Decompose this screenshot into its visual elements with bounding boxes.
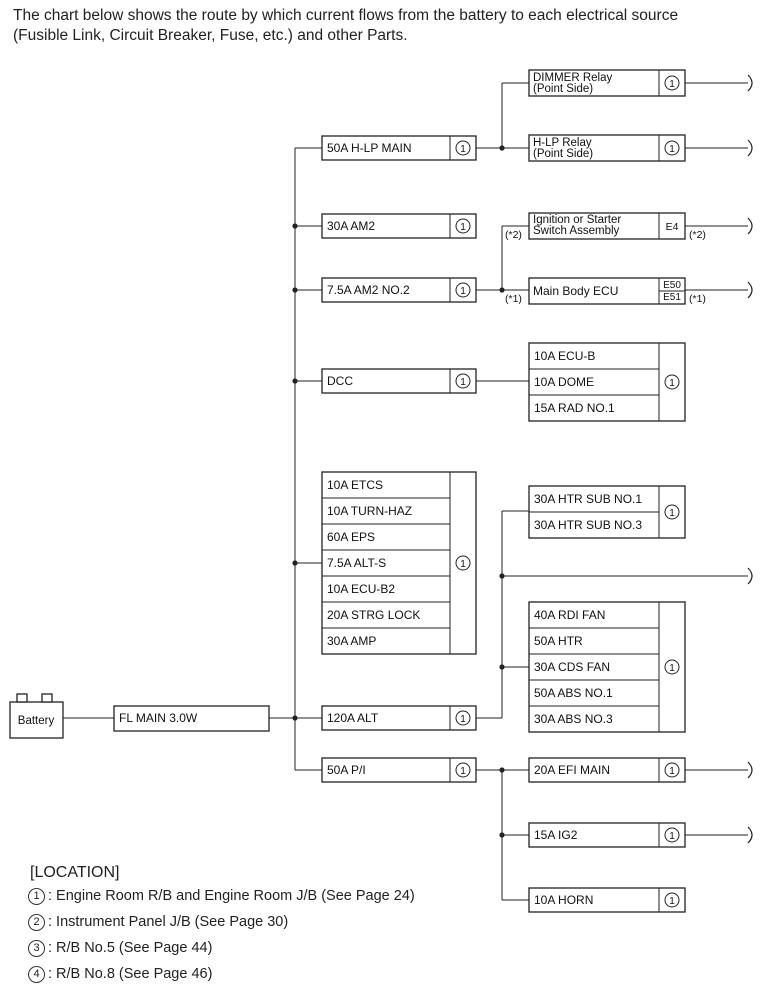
- location-number: 1: [669, 144, 675, 155]
- continuation-mark: [747, 761, 753, 779]
- location-circle: [455, 555, 471, 571]
- location-num-1: 1: [28, 888, 45, 905]
- note-1-right: (*1): [689, 293, 706, 305]
- fuse-pi: 50A P/I: [327, 763, 366, 777]
- main-body-ecu-label: Main Body ECU: [533, 284, 618, 298]
- alt-group-2: 30A CDS FAN: [534, 660, 610, 674]
- intro-text: The chart below shows the route by which…: [13, 7, 679, 44]
- location-text-4: : R/B No.8 (See Page 46): [48, 966, 213, 982]
- location-circle: [455, 282, 471, 298]
- fl-main-label: FL MAIN 3.0W: [119, 711, 198, 725]
- location-num-2: 2: [28, 914, 45, 931]
- location-circle: [664, 374, 680, 390]
- note-2-left: (*2): [505, 229, 522, 241]
- dimmer-relay-label: DIMMER Relay: [533, 72, 612, 84]
- fuse-ig2: 15A IG2: [534, 828, 578, 842]
- location-number: 1: [669, 378, 675, 389]
- fuse-hlp-main: 50A H-LP MAIN: [327, 141, 411, 155]
- main-body-conn-1: E50: [663, 280, 681, 291]
- note-1-left: (*1): [505, 293, 522, 305]
- battery-label: Battery: [18, 715, 55, 727]
- location-circle: [455, 218, 471, 234]
- fuse-group-6: 30A AMP: [327, 634, 376, 648]
- fuse-group-2: 60A EPS: [327, 530, 375, 544]
- location-circle: [664, 140, 680, 156]
- dcc-group-2: 15A RAD NO.1: [534, 401, 615, 415]
- junction-dot: [292, 715, 298, 721]
- location-circle: [664, 504, 680, 520]
- fuse-group-1: 10A TURN-HAZ: [327, 504, 412, 518]
- continuation-mark: [747, 217, 753, 235]
- alt-group-0: 40A RDI FAN: [534, 608, 605, 622]
- alt-group-1: 50A HTR: [534, 634, 583, 648]
- htr-group-0: 30A HTR SUB NO.1: [534, 492, 642, 506]
- continuation-mark: [747, 567, 753, 585]
- fuse-dcc: DCC: [327, 374, 353, 388]
- note-2-right: (*2): [689, 229, 706, 241]
- fuse-group-4: 10A ECU-B2: [327, 582, 395, 596]
- fuse-efi-main: 20A EFI MAIN: [534, 763, 610, 777]
- location-title: [LOCATION]: [30, 864, 120, 881]
- hlp-relay-label: H-LP Relay: [533, 137, 592, 149]
- location-number: 1: [669, 766, 675, 777]
- continuation-mark: [747, 281, 753, 299]
- location-number: 1: [669, 831, 675, 842]
- ignition-sub: Switch Assembly: [533, 225, 620, 237]
- location-text-3: : R/B No.5 (See Page 44): [48, 940, 213, 956]
- location-number: 1: [460, 714, 466, 725]
- continuation-mark: [747, 826, 753, 844]
- location-number: 1: [669, 508, 675, 519]
- fuse-am2-no2: 7.5A AM2 NO.2: [327, 283, 410, 297]
- main-body-conn-2: E51: [663, 292, 681, 303]
- location-circle: [664, 827, 680, 843]
- location-circle: [455, 140, 471, 156]
- location-circle: [664, 75, 680, 91]
- location-number: 1: [669, 896, 675, 907]
- location-num-4: 4: [28, 966, 45, 983]
- location-number: 1: [460, 222, 466, 233]
- ignition-connector: E4: [666, 221, 679, 233]
- fuse-group-0: 10A ETCS: [327, 478, 383, 492]
- location-circle: [664, 659, 680, 675]
- location-item-3: 3: R/B No.5 (See Page 44): [28, 940, 212, 957]
- location-item-2: 2: Instrument Panel J/B (See Page 30): [28, 914, 288, 931]
- location-number: 1: [669, 663, 675, 674]
- location-number: 1: [460, 766, 466, 777]
- location-number: 1: [460, 286, 466, 297]
- location-item-4: 4: R/B No.8 (See Page 46): [28, 966, 212, 983]
- continuation-mark: [747, 139, 753, 157]
- location-circle: [455, 373, 471, 389]
- location-circle: [455, 762, 471, 778]
- alt-group-3: 50A ABS NO.1: [534, 686, 613, 700]
- location-number: 1: [460, 377, 466, 388]
- location-item-1: 1: Engine Room R/B and Engine Room J/B (…: [28, 888, 415, 905]
- location-text-2: : Instrument Panel J/B (See Page 30): [48, 914, 289, 930]
- location-circle: [664, 762, 680, 778]
- continuation-mark: [747, 74, 753, 92]
- fuse-am2: 30A AM2: [327, 219, 375, 233]
- location-number: 1: [460, 144, 466, 155]
- fuse-group-3: 7.5A ALT-S: [327, 556, 386, 570]
- location-num-3: 3: [28, 940, 45, 957]
- ignition-label: Ignition or Starter: [533, 214, 621, 226]
- location-number: 1: [669, 79, 675, 90]
- location-text-1: : Engine Room R/B and Engine Room J/B (S…: [48, 888, 415, 904]
- alt-group-4: 30A ABS NO.3: [534, 712, 613, 726]
- dcc-group-1: 10A DOME: [534, 375, 594, 389]
- location-number: 1: [460, 559, 466, 570]
- fuse-horn: 10A HORN: [534, 893, 593, 907]
- location-circle: [664, 892, 680, 908]
- htr-group-1: 30A HTR SUB NO.3: [534, 518, 642, 532]
- hlp-relay-sub: (Point Side): [533, 148, 593, 160]
- dimmer-relay-sub: (Point Side): [533, 83, 593, 95]
- location-circle: [455, 710, 471, 726]
- junction-dot: [499, 145, 505, 151]
- fuse-group-5: 20A STRG LOCK: [327, 608, 420, 622]
- fuse-alt: 120A ALT: [327, 711, 379, 725]
- dcc-group-0: 10A ECU-B: [534, 349, 595, 363]
